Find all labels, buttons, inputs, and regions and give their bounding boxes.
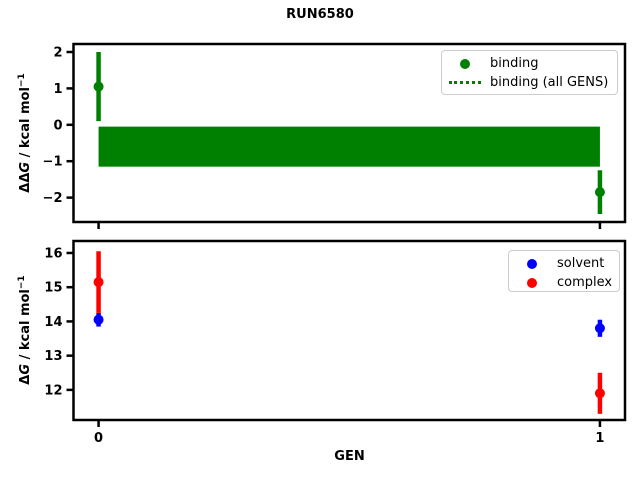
y-tick-label: 15 <box>44 281 62 296</box>
top-axes: 2 1 0 −1 −2 <box>43 42 627 229</box>
binding-point-gen1 <box>594 170 605 214</box>
legend-dot-icon <box>515 258 549 269</box>
x-tick-label: 1 <box>595 431 604 446</box>
ylabel-bottom-rest: / kcal mol <box>18 289 34 364</box>
ylabel-bottom-g: G <box>18 363 34 375</box>
y-tick-label: −2 <box>43 191 63 206</box>
y-tick-label: 13 <box>44 349 62 364</box>
legend-dot-icon <box>515 277 549 288</box>
legend-dot-icon <box>448 58 482 69</box>
legend-item-label: complex <box>557 275 613 290</box>
axes-frame <box>72 239 627 422</box>
x-tick-label: 0 <box>94 431 103 446</box>
solvent-point-gen1 <box>594 319 605 337</box>
y-tick-label: 16 <box>44 246 62 261</box>
dotted-line-icon <box>449 81 481 84</box>
complex-marker <box>93 277 104 288</box>
legend-item-label: solvent <box>557 256 605 271</box>
y-axis-label-top: ΔΔG / kcal mol−1 <box>17 73 33 192</box>
binding-marker <box>93 81 104 92</box>
legend-item: complex <box>515 273 613 292</box>
solvent-marker <box>93 314 104 325</box>
axes-frame <box>72 42 627 224</box>
x-axis-label: GEN <box>334 449 365 464</box>
y-tick-label: 2 <box>53 46 62 61</box>
y-tick-label: 14 <box>44 315 62 330</box>
solvent-marker <box>594 323 605 334</box>
legend-dotted-line-icon <box>448 81 482 84</box>
y-axis-label-bottom: ΔG / kcal mol−1 <box>17 275 33 384</box>
ylabel-top-g: G <box>18 161 34 173</box>
ylabel-bottom-sup: −1 <box>16 275 27 290</box>
plot-title: RUN6580 <box>286 7 354 22</box>
complex-point-gen1 <box>594 372 605 414</box>
binding-point-gen0 <box>93 52 104 122</box>
ylabel-top-sup: −1 <box>16 73 27 88</box>
complex-marker <box>594 388 605 399</box>
ylabel-top-rest: / kcal mol <box>18 87 34 162</box>
legend-item: binding <box>448 54 611 73</box>
ylabel-bottom-delta: Δ <box>18 374 34 385</box>
legend-item-label: binding <box>490 56 539 71</box>
dot-marker-icon <box>527 258 537 269</box>
dot-marker-icon <box>460 58 470 69</box>
y-tick-label: −1 <box>43 155 63 170</box>
binding-all-gens-band <box>98 126 600 167</box>
legend-top: binding binding (all GENS) <box>441 50 618 95</box>
bottom-axes: 16 15 14 13 12 0 1 <box>44 239 627 446</box>
solvent-point-gen0 <box>93 312 104 327</box>
legend-item-label: binding (all GENS) <box>490 75 609 90</box>
dot-marker-icon <box>527 277 537 288</box>
legend-bottom: solvent complex <box>508 250 620 292</box>
ylabel-top-delta: ΔΔ <box>18 172 34 193</box>
legend-item: binding (all GENS) <box>448 73 611 92</box>
complex-point-gen0 <box>93 251 104 313</box>
legend-item: solvent <box>515 254 613 273</box>
y-tick-label: 0 <box>53 118 62 133</box>
y-tick-label: 12 <box>44 383 62 398</box>
binding-marker <box>594 187 605 198</box>
y-tick-label: 1 <box>53 82 62 97</box>
